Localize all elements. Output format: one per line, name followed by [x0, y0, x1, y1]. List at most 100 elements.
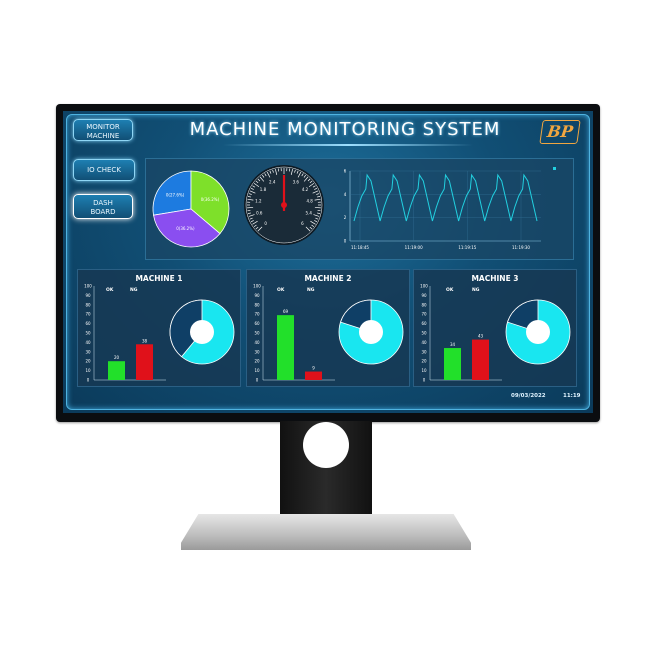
bar-y-tick-label: 80	[85, 302, 91, 307]
bar-y-tick-label: 100	[253, 284, 261, 289]
pie-slice	[190, 170, 230, 235]
gauge-tick	[294, 169, 296, 173]
machine-title: MACHINE 1	[135, 274, 183, 283]
dashboard-button[interactable]: DASH BOARD	[73, 194, 133, 219]
overview-panel: 0(27.6%)0(36.2%)0(36.2%) 00.61.21.82.433…	[145, 158, 574, 260]
gauge-tick	[312, 185, 316, 188]
gauge-tick	[314, 198, 321, 201]
ok-legend: OK	[446, 288, 454, 293]
screen-frame	[66, 114, 590, 410]
trend-y-tick-label: 2	[344, 215, 347, 220]
gauge-tick	[249, 190, 256, 194]
bar-y-tick-label: 30	[421, 349, 427, 354]
ok-bar-value-label: 69	[283, 309, 289, 314]
bar-y-tick-label: 10	[421, 368, 427, 373]
gauge-tick	[272, 169, 274, 173]
bar-y-tick-label: 70	[254, 312, 260, 317]
gauge-tick	[314, 187, 318, 190]
gauge-tick	[307, 178, 311, 182]
ng-bar-value-label: 9	[312, 366, 315, 371]
gauge-tick	[269, 170, 272, 174]
title-underline	[223, 144, 473, 146]
gauge-tick	[290, 168, 293, 175]
gauge-tick	[250, 187, 254, 190]
pie-slice-label: 0(36.2%)	[201, 197, 220, 202]
trend-x-tick-label: 11:19:00	[405, 245, 423, 250]
bar-y-tick-label: 20	[254, 359, 260, 364]
gauge-tick	[257, 226, 263, 232]
monitor-machine-label-1: MONITOR	[86, 123, 120, 131]
dashboard-label-1: DASH	[93, 199, 113, 207]
ok-bar	[108, 361, 125, 380]
ng-bar-value-label: 43	[478, 334, 484, 339]
machine-title: MACHINE 2	[304, 274, 352, 283]
trend-x-tick-label: 11:18:45	[351, 245, 369, 250]
bar-y-tick-label: 60	[85, 321, 91, 326]
ng-bar-value-label: 38	[142, 338, 148, 343]
gauge-tick-label: 4.8	[306, 198, 313, 203]
bar-y-tick-label: 30	[85, 349, 91, 354]
gauge-tick	[255, 226, 259, 230]
trend-x-tick-label: 11:19:15	[458, 245, 476, 250]
footer-date: 09/03/2022	[511, 393, 546, 399]
machine-title: MACHINE 3	[471, 274, 519, 283]
gauge-tick	[308, 182, 315, 188]
yield-donut-chart: 61.0%	[169, 299, 235, 365]
gauge-tick	[313, 214, 320, 217]
brand-logo: BP	[539, 120, 581, 144]
bar-y-tick-label: 20	[421, 359, 427, 364]
gauge-tick	[316, 212, 321, 214]
footer-time: 11:19	[563, 393, 581, 399]
bar-y-tick-label: 60	[421, 321, 427, 326]
donut-hole	[526, 320, 550, 344]
trend-series-line	[353, 173, 538, 222]
trend-y-tick-label: 6	[344, 169, 347, 174]
bar-y-tick-label: 90	[421, 293, 427, 298]
gauge-tick	[266, 171, 271, 178]
gauge-tick	[247, 212, 252, 214]
pie-slice-label: 0(27.6%)	[166, 192, 185, 197]
gauge-tick	[312, 190, 319, 194]
bar-y-tick-label: 20	[85, 359, 91, 364]
gauge-tick	[253, 182, 260, 188]
donut-percent-label: 80.0%	[365, 330, 378, 335]
donut-empty-arc	[169, 299, 203, 358]
trend-x-tick-label: 11:19:30	[512, 245, 530, 250]
trend-y-tick-label: 4	[344, 192, 347, 197]
bar-y-tick-label: 10	[254, 368, 260, 373]
gauge-tick-label: 2.4	[269, 179, 276, 184]
monitor-stand-base	[181, 514, 471, 550]
donut-hole	[359, 320, 383, 344]
bar-y-tick-label: 0	[423, 378, 426, 383]
trend-legend-marker	[553, 167, 556, 170]
gauge-hub	[281, 202, 287, 208]
gauge-tick	[247, 196, 252, 198]
gauge-tick-label: 1.8	[260, 187, 267, 192]
io-check-button[interactable]: IO CHECK	[73, 159, 135, 181]
monitor-stand-hole	[303, 422, 349, 468]
hmi-screen: MONITOR MACHINE IO CHECK DASH BOARD MACH…	[63, 111, 593, 413]
donut-percent-label: 61.0%	[196, 330, 209, 335]
gauge-tick	[296, 170, 299, 174]
gauge-tick	[275, 168, 278, 175]
bar-y-tick-label: 80	[421, 302, 427, 307]
bar-y-tick-label: 90	[254, 293, 260, 298]
bar-y-tick-label: 40	[254, 340, 260, 345]
ok-bar-value-label: 34	[450, 342, 456, 347]
gauge-tick	[253, 224, 257, 228]
io-check-label: IO CHECK	[87, 166, 121, 174]
bar-y-tick-label: 100	[84, 284, 92, 289]
gauge-tick	[309, 180, 313, 184]
gauge-tick	[259, 176, 265, 182]
bar-y-tick-label: 50	[421, 331, 427, 336]
gauge-tick	[248, 193, 252, 195]
gauge-tick	[315, 217, 319, 220]
bar-y-tick-label: 0	[87, 378, 90, 383]
gauge-tick-label: 4.2	[302, 187, 309, 192]
bar-y-tick-label: 80	[254, 302, 260, 307]
gauge-tick	[250, 220, 254, 223]
bar-y-tick-label: 70	[421, 312, 427, 317]
monitor-machine-button[interactable]: MONITOR MACHINE	[73, 119, 133, 141]
